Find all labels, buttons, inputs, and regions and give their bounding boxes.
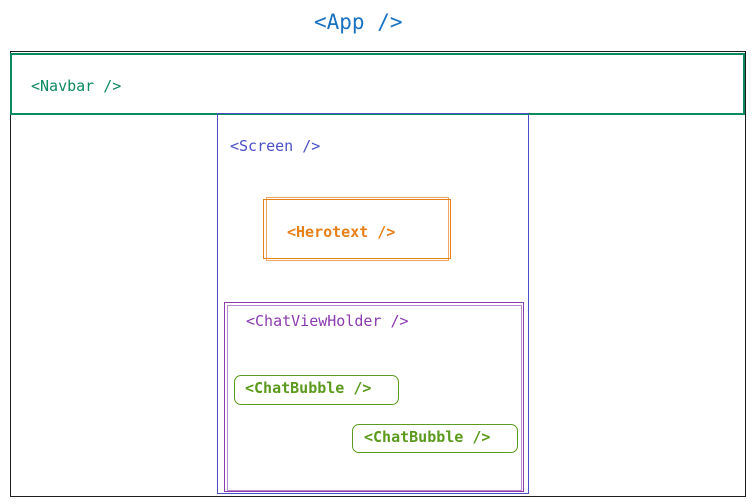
app-container bbox=[10, 51, 746, 497]
chatviewholder-label: <ChatViewHolder /> bbox=[246, 312, 409, 330]
chatbubble-label: <ChatBubble /> bbox=[245, 379, 372, 397]
navbar-box bbox=[10, 53, 745, 115]
herotext-label: <Herotext /> bbox=[287, 223, 396, 241]
navbar-label: <Navbar /> bbox=[31, 77, 122, 95]
herotext-box bbox=[263, 199, 451, 259]
chatbubble-label: <ChatBubble /> bbox=[364, 428, 491, 446]
chatbubble-box bbox=[352, 424, 518, 453]
app-label: <App /> bbox=[314, 10, 403, 34]
screen-label: <Screen /> bbox=[230, 137, 321, 155]
chatviewholder-box bbox=[224, 302, 524, 492]
screen-box bbox=[217, 113, 529, 494]
chatbubble-box bbox=[234, 375, 399, 405]
